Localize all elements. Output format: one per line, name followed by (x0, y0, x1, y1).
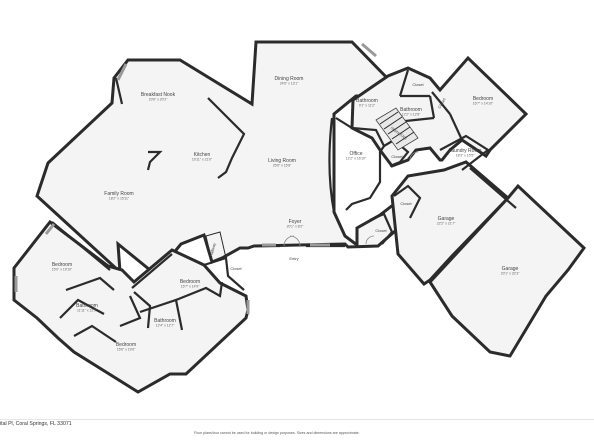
room-name-dining: Dining Room (275, 76, 304, 82)
closet-label-1: Closet (412, 82, 424, 87)
main-wing-outline (35, 40, 412, 276)
doors (283, 151, 419, 247)
room-dimensions-bedroom-s: 15'6" x 19'6" (117, 348, 136, 352)
closet-label-2: Closet (437, 96, 447, 109)
room-dimensions-bedroom-ne: 16'7" x 14'10" (473, 102, 494, 106)
hallway-label: Hallway (208, 242, 216, 257)
room-name-bath-top: Bathroom (356, 98, 378, 104)
closet-label-4: Closet (400, 201, 412, 206)
room-dimensions-garage-2: 20'1" x 32'3" (501, 272, 520, 276)
room-dimensions-bath-sw: 11'11" x 12'9" (77, 309, 98, 313)
room-dimensions-dining: 24'6" x 13'1" (280, 82, 299, 86)
room-name-garage-2: Garage (502, 266, 519, 272)
room-dimensions-bedroom-w: 15'0" x 19'10" (52, 268, 73, 272)
room-dimensions-breakfast: 20'6" x 20'2" (149, 98, 168, 102)
room-dimensions-living: 25'6" x 15'8" (273, 164, 292, 168)
room-name-bath-mid: Bathroom (400, 107, 422, 113)
room-name-bath-sw: Bathroom (76, 303, 98, 309)
garage-2-outline (428, 183, 586, 358)
room-name-bedroom-c: Bedroom (180, 279, 200, 285)
room-name-breakfast: Breakfast Nook (141, 92, 176, 98)
room-dimensions-laundry: 18'3" x 15'5" (456, 154, 475, 158)
interior-walls (51, 69, 517, 343)
closet-label-5: Closet (375, 228, 387, 233)
room-name-bedroom-s: Bedroom (116, 342, 136, 348)
footer-divider (0, 419, 594, 420)
room-dimensions-bath-c: 12'4" x 12'7" (156, 324, 175, 328)
closet-label-6: Closet (230, 266, 242, 271)
room-name-office: Office (350, 151, 363, 157)
room-name-bath-c: Bathroom (154, 318, 176, 324)
room-name-family: Family Room (104, 191, 133, 197)
entry-label: Entry (289, 256, 298, 261)
room-name-kitchen: Kitchen (194, 152, 211, 158)
floor-plan-disclaimer: Floor plans/tour cannot be used for buil… (194, 431, 360, 435)
room-dimensions-bath-mid: 12'2" x 12'8" (402, 113, 421, 117)
stairs (375, 107, 419, 151)
room-dimensions-bath-top: 9'1" x 11'2" (359, 104, 376, 108)
room-name-laundry: Laundry Room (449, 148, 482, 154)
room-dimensions-kitchen: 16'11" x 21'0" (192, 158, 213, 162)
property-address: ital Pl, Coral Springs, FL 33071 (0, 421, 72, 427)
room-name-living: Living Room (268, 158, 296, 164)
room-name-bedroom-ne: Bedroom (473, 96, 493, 102)
room-dimensions-office: 12'2" x 16'10" (346, 157, 367, 161)
room-name-bedroom-w: Bedroom (52, 262, 72, 268)
closet-label-3: Closet (391, 154, 403, 159)
room-dimensions-foyer: 20'1" x 8'2" (287, 225, 305, 229)
room-name-garage-1: Garage (438, 216, 455, 222)
windows (14, 42, 377, 314)
room-dimensions-family: 18'2" x 15'11" (109, 197, 130, 201)
room-dimensions-garage-1: 22'2" x 21'7" (437, 222, 456, 226)
room-dimensions-bedroom-c: 15'7" x 14'9" (181, 285, 200, 289)
hallway-strip (205, 231, 227, 263)
room-name-foyer: Foyer (289, 219, 302, 225)
